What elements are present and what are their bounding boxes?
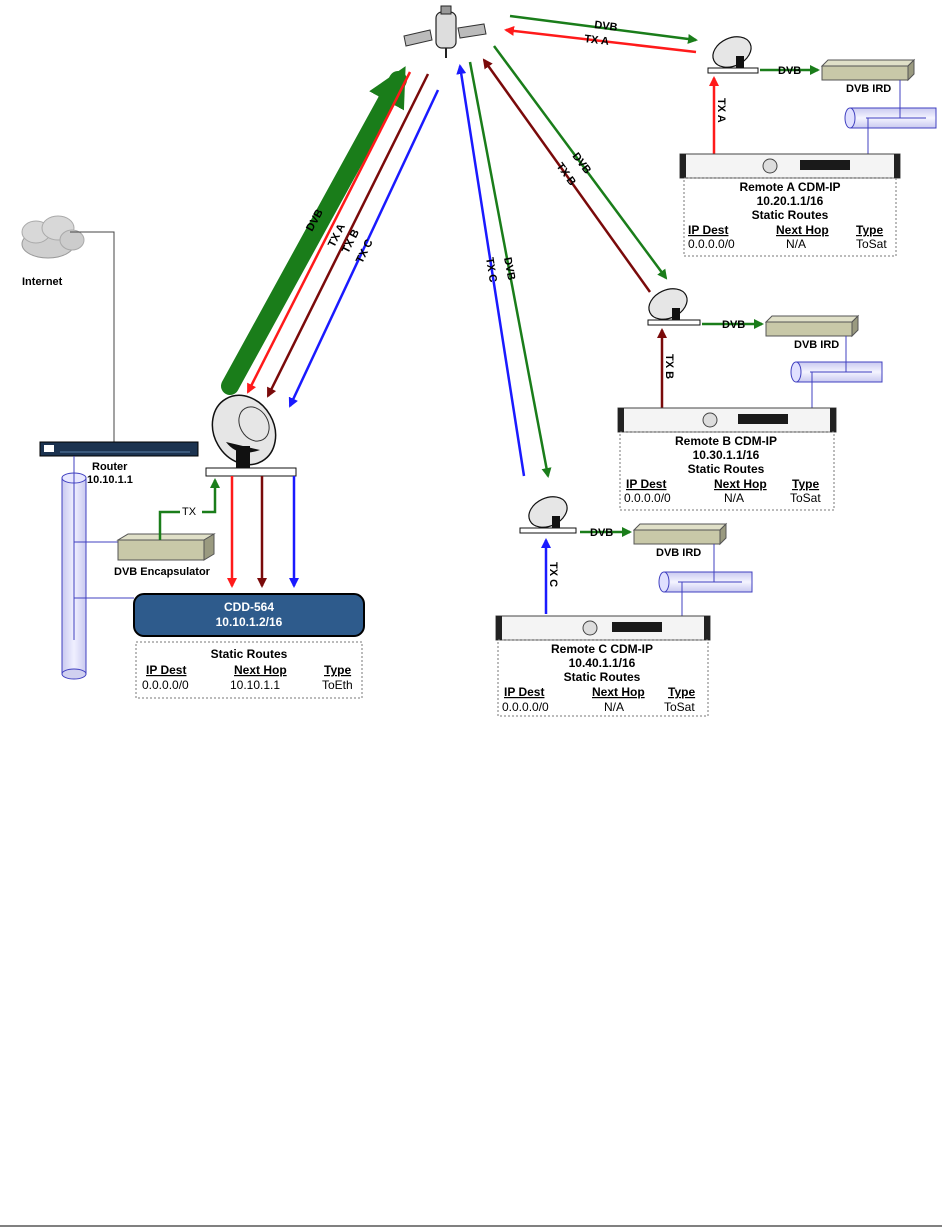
remote-a-routes-title: Static Routes xyxy=(752,208,829,222)
remote-a-dish-icon xyxy=(707,36,759,74)
remote-a-cell-type: ToSat xyxy=(856,237,887,251)
remote-b-header-ipdest: IP Dest xyxy=(626,477,666,491)
remote-b-ird-icon xyxy=(764,314,860,338)
remote-b-dish-icon xyxy=(647,288,701,326)
hub-cell-type: ToEth xyxy=(322,678,353,692)
remote-b-routes-box xyxy=(619,431,835,511)
hub-dvb-uplink xyxy=(221,66,407,395)
remote-c-ird-link-label: DVB xyxy=(590,527,613,539)
remote-c-tx-vlabel: TX C xyxy=(547,562,559,587)
hub-header-nexthop: Next Hop xyxy=(234,663,287,677)
remote-b-routes-title: Static Routes xyxy=(688,462,765,476)
encapsulator-tx-label: TX xyxy=(182,506,197,518)
remote-a-ethernet-segment xyxy=(844,80,937,154)
remote-b-title: Remote B CDM-IP xyxy=(675,434,777,448)
remote-b-cell-ipdest: 0.0.0.0/0 xyxy=(624,491,671,505)
remote-b-tx-label: TX B xyxy=(554,161,578,188)
cdd-564-ip: 10.10.1.2/16 xyxy=(216,615,283,629)
remote-a-header-nexthop: Next Hop xyxy=(776,223,829,237)
remote-c-header-ipdest: IP Dest xyxy=(504,685,544,699)
remote-a-header-type: Type xyxy=(856,223,883,237)
hub-dish-icon xyxy=(205,394,297,477)
remote-b-header-nexthop: Next Hop xyxy=(714,477,767,491)
dvb-encapsulator-label: DVB Encapsulator xyxy=(114,566,211,578)
remote-b-ip: 10.30.1.1/16 xyxy=(693,448,760,462)
hub-txb-downlink xyxy=(266,73,430,398)
remote-a-dvb-label: DVB xyxy=(594,19,619,34)
remote-c-dvb-link xyxy=(468,61,552,478)
cdd-564-name: CDD-564 xyxy=(224,600,274,614)
remote-c-dish-icon xyxy=(519,496,577,534)
remote-a-tx-vlabel: TX A xyxy=(715,98,727,123)
remote-b-tx-link xyxy=(482,58,652,293)
remote-c-header-type: Type xyxy=(668,685,695,699)
remote-a-cell-ipdest: 0.0.0.0/0 xyxy=(688,237,735,251)
remote-c-modem-icon xyxy=(495,615,711,641)
hub-routes-title: Static Routes xyxy=(211,647,288,661)
remote-b-ird-label: DVB IRD xyxy=(794,339,839,351)
remote-a-title: Remote A CDM-IP xyxy=(739,180,840,194)
remote-c-header-nexthop: Next Hop xyxy=(592,685,645,699)
remote-c-cell-ipdest: 0.0.0.0/0 xyxy=(502,700,549,714)
remote-a-ip: 10.20.1.1/16 xyxy=(757,194,824,208)
remote-c-tx-link xyxy=(456,64,526,477)
remote-b-dvb-label: DVB xyxy=(570,151,594,177)
remote-c-ethernet-segment xyxy=(658,544,753,616)
remote-c-cell-type: ToSat xyxy=(664,700,695,714)
remote-a-tx-link xyxy=(504,25,697,54)
internet-link xyxy=(70,231,115,442)
remote-c-tx-label: TX C xyxy=(483,257,499,284)
remote-c-dvb-label: DVB xyxy=(501,256,517,281)
remote-a-ird-label: DVB IRD xyxy=(846,83,891,95)
router-icon xyxy=(39,441,199,457)
remote-b-dvb-link xyxy=(492,45,668,280)
internet-label: Internet xyxy=(22,276,63,288)
remote-c-cell-nexthop: N/A xyxy=(604,700,624,714)
remote-b-cell-type: ToSat xyxy=(790,491,821,505)
router-label: Router xyxy=(92,461,128,473)
remote-c-title: Remote C CDM-IP xyxy=(551,642,653,656)
remote-c-routes-box xyxy=(497,639,709,717)
remote-b-tx-vlabel: TX B xyxy=(663,354,675,379)
remote-a-cell-nexthop: N/A xyxy=(786,237,806,251)
remote-b-modem-icon xyxy=(617,407,837,433)
hub-cell-nexthop: 10.10.1.1 xyxy=(230,678,280,692)
remote-a-tx-label: TX A xyxy=(584,33,610,48)
router-ip: 10.10.1.1 xyxy=(87,474,133,486)
dvb-encapsulator-icon xyxy=(116,533,216,561)
remote-c-ird-label: DVB IRD xyxy=(656,547,701,559)
hub-header-ipdest: IP Dest xyxy=(146,663,186,677)
remote-c-ird-icon xyxy=(632,522,728,546)
remote-a-modem-icon xyxy=(679,153,901,179)
remote-a-header-ipdest: IP Dest xyxy=(688,223,728,237)
hub-txc-downlink xyxy=(288,89,440,408)
remote-a-dvb-link xyxy=(509,14,698,44)
hub-header-type: Type xyxy=(324,663,351,677)
remote-a-ird-icon xyxy=(820,58,916,82)
remote-c-routes-title: Static Routes xyxy=(564,670,641,684)
hub-ethernet-segment xyxy=(61,456,134,680)
remote-b-ethernet-segment xyxy=(790,336,883,408)
hub-txa-downlink xyxy=(246,71,412,394)
remote-b-header-type: Type xyxy=(792,477,819,491)
internet-cloud-icon xyxy=(21,215,85,259)
satellite-icon xyxy=(403,5,487,58)
cdd-564-box xyxy=(133,593,365,637)
remote-a-ird-link-label: DVB xyxy=(778,65,801,77)
remote-c-ip: 10.40.1.1/16 xyxy=(569,656,636,670)
remote-b-ird-link-label: DVB xyxy=(722,319,745,331)
remote-a-routes-box xyxy=(683,177,897,257)
hub-routes-box xyxy=(135,641,363,699)
remote-b-cell-nexthop: N/A xyxy=(724,491,744,505)
hub-cell-ipdest: 0.0.0.0/0 xyxy=(142,678,189,692)
